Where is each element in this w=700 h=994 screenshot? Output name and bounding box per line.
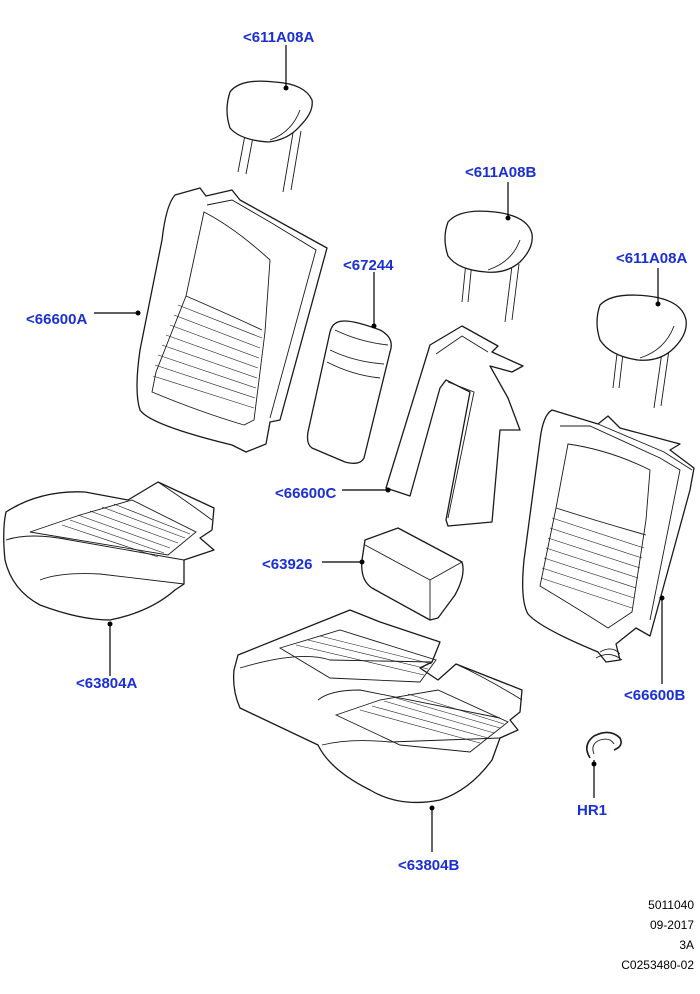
callout-armrest[interactable]: <67244 bbox=[343, 257, 394, 274]
cushion-right bbox=[232, 609, 523, 804]
headrest-left bbox=[226, 80, 313, 193]
reference-number: 5011040 bbox=[648, 898, 694, 912]
callout-cushion-right[interactable]: <63804B bbox=[398, 857, 460, 874]
callout-headrest-left[interactable]: <611A08A bbox=[243, 29, 315, 46]
backrest-center bbox=[385, 325, 524, 527]
clip-hr1 bbox=[586, 731, 622, 759]
leader-lines bbox=[94, 45, 665, 852]
cushion-left bbox=[3, 481, 215, 621]
headrest-middle bbox=[444, 210, 533, 323]
backrest-right bbox=[522, 409, 695, 663]
backrest-left bbox=[136, 187, 328, 453]
callout-backrest-left[interactable]: <66600A bbox=[26, 311, 88, 328]
headrest-right bbox=[596, 294, 687, 409]
side-bolster bbox=[361, 527, 464, 621]
armrest bbox=[306, 320, 392, 464]
callout-clip[interactable]: HR1 bbox=[577, 802, 608, 819]
callout-headrest-middle[interactable]: <611A08B bbox=[465, 164, 537, 181]
reference-code: C0253480-02 bbox=[621, 958, 694, 972]
callout-backrest-center[interactable]: <66600C bbox=[275, 485, 337, 502]
callout-bolster[interactable]: <63926 bbox=[262, 556, 313, 573]
reference-date: 09-2017 bbox=[649, 918, 694, 932]
callout-cushion-left[interactable]: <63804A bbox=[76, 675, 138, 692]
callout-backrest-right[interactable]: <66600B bbox=[624, 687, 686, 704]
reference-revision: 3A bbox=[679, 938, 694, 952]
callout-headrest-right[interactable]: <611A08A bbox=[616, 250, 688, 267]
